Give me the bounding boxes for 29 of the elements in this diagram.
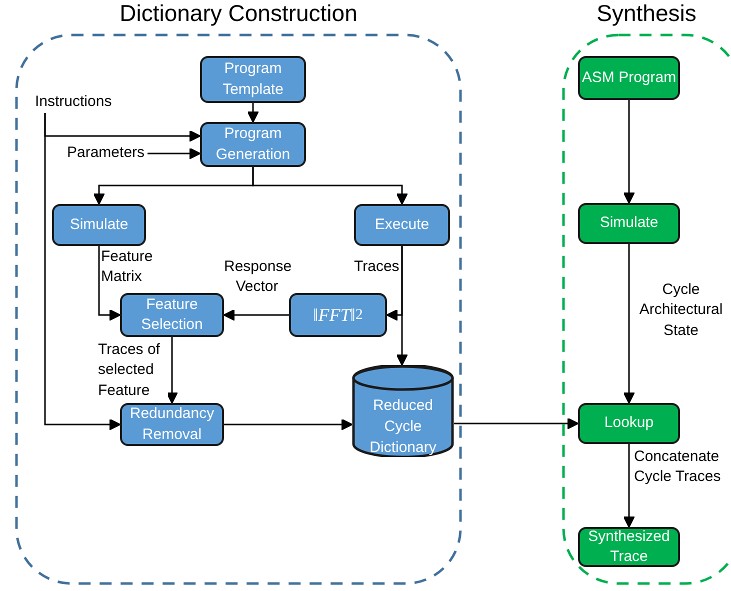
group-heading: Dictionary Construction — [118, 0, 358, 27]
arrow — [623, 444, 635, 528]
process-box: Program Template — [200, 56, 306, 103]
arrow — [224, 418, 353, 430]
arrow — [623, 244, 635, 404]
process-box: Redundancy Removal — [120, 403, 224, 446]
process-box: Simulate — [52, 204, 146, 246]
process-box: Lookup — [578, 403, 680, 444]
input-label: Instructions — [35, 93, 112, 112]
database-cylinder — [352, 365, 454, 457]
arrow — [247, 103, 259, 123]
process-box: Simulate — [578, 203, 680, 244]
arrow — [396, 246, 408, 366]
arrow — [252, 167, 408, 205]
node-label: Reduced Cycle Dictionary — [368, 396, 438, 458]
arrow — [166, 337, 178, 404]
process-box: ASM Program — [578, 56, 680, 100]
process-box: Execute — [354, 204, 450, 246]
input-label: Parameters — [67, 144, 145, 163]
group-heading: Synthesis — [596, 0, 698, 27]
arrow — [623, 100, 635, 204]
arrow — [98, 246, 121, 321]
arrow — [454, 418, 579, 430]
arrow — [148, 148, 201, 160]
process-box: Feature Selection — [120, 293, 224, 337]
process-box: Synthesized Trace — [578, 527, 680, 567]
arrow — [44, 113, 121, 430]
process-box: Program Generation — [200, 122, 306, 167]
arrow — [223, 309, 289, 321]
